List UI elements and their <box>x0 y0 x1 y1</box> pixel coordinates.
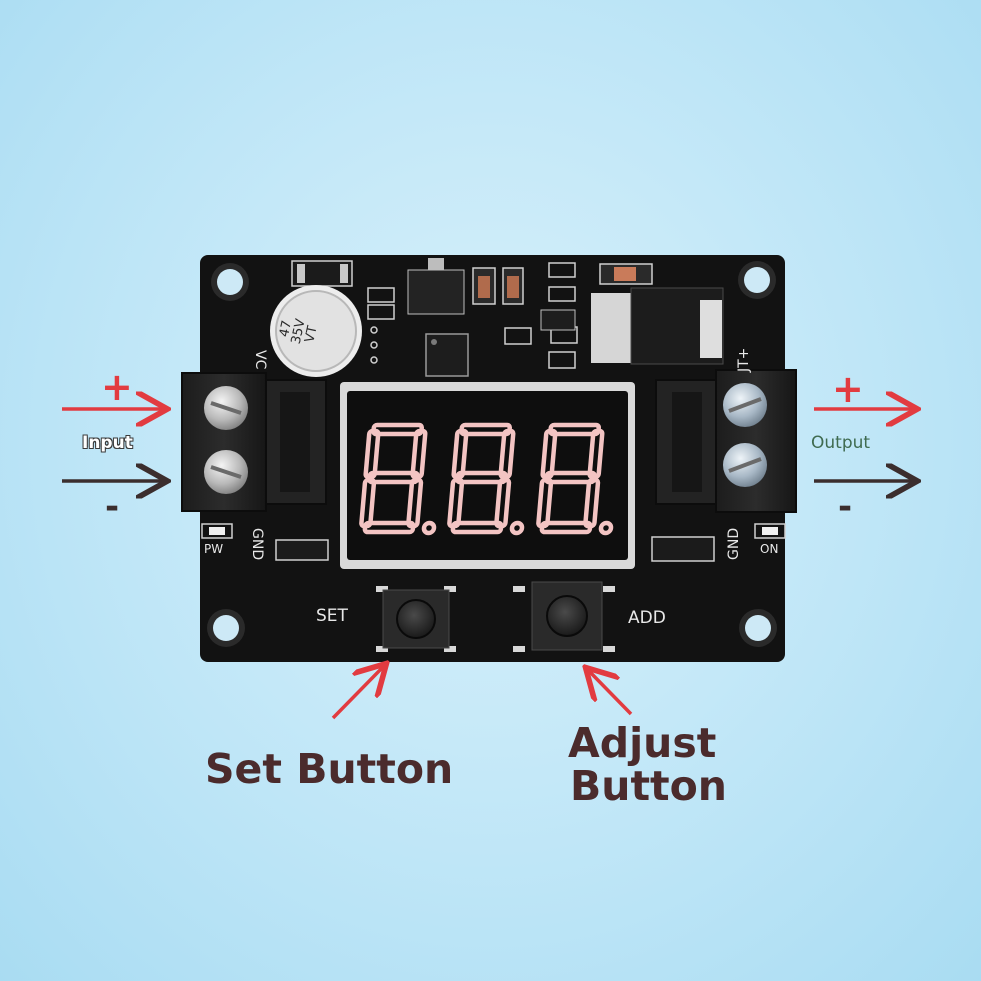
bottom-components <box>201 523 786 562</box>
set-button-label: Set Button <box>205 745 454 793</box>
output-minus-sign: - <box>838 487 853 527</box>
input-terminal-block <box>181 372 327 512</box>
digit-1 <box>359 422 437 536</box>
input-plus-sign: + <box>101 365 133 409</box>
seven-segment-display <box>340 382 635 569</box>
output-terminal-block <box>655 369 797 513</box>
adjust-button-label: Adjust Button <box>568 719 727 811</box>
add-silkscreen: ADD <box>628 608 666 628</box>
add-button[interactable] <box>512 581 616 655</box>
top-components <box>291 258 724 377</box>
set-button[interactable] <box>372 585 460 655</box>
adjust-label-line-2: Button <box>570 762 727 811</box>
adjust-pointer-arrow <box>588 670 633 716</box>
input-label: Input <box>82 433 133 453</box>
mounting-holes <box>207 261 777 647</box>
adjust-label-line-1: Adjust <box>568 719 717 767</box>
set-silkscreen: SET <box>316 606 348 626</box>
gnd-left-silkscreen: GND <box>249 528 265 561</box>
on-silkscreen: ON <box>760 542 779 556</box>
input-minus-sign: - <box>105 487 120 527</box>
pw-silkscreen: PW <box>204 542 224 556</box>
vc-silkscreen: VC <box>252 350 268 370</box>
gnd-right-silkscreen: GND <box>726 527 742 560</box>
capacitor <box>270 285 362 377</box>
digit-2 <box>447 422 525 536</box>
out-silkscreen: JT+ <box>736 347 752 372</box>
set-pointer-arrow <box>331 666 384 720</box>
digit-3 <box>536 422 614 536</box>
output-label: Output <box>811 433 871 453</box>
output-plus-sign: + <box>832 367 864 411</box>
